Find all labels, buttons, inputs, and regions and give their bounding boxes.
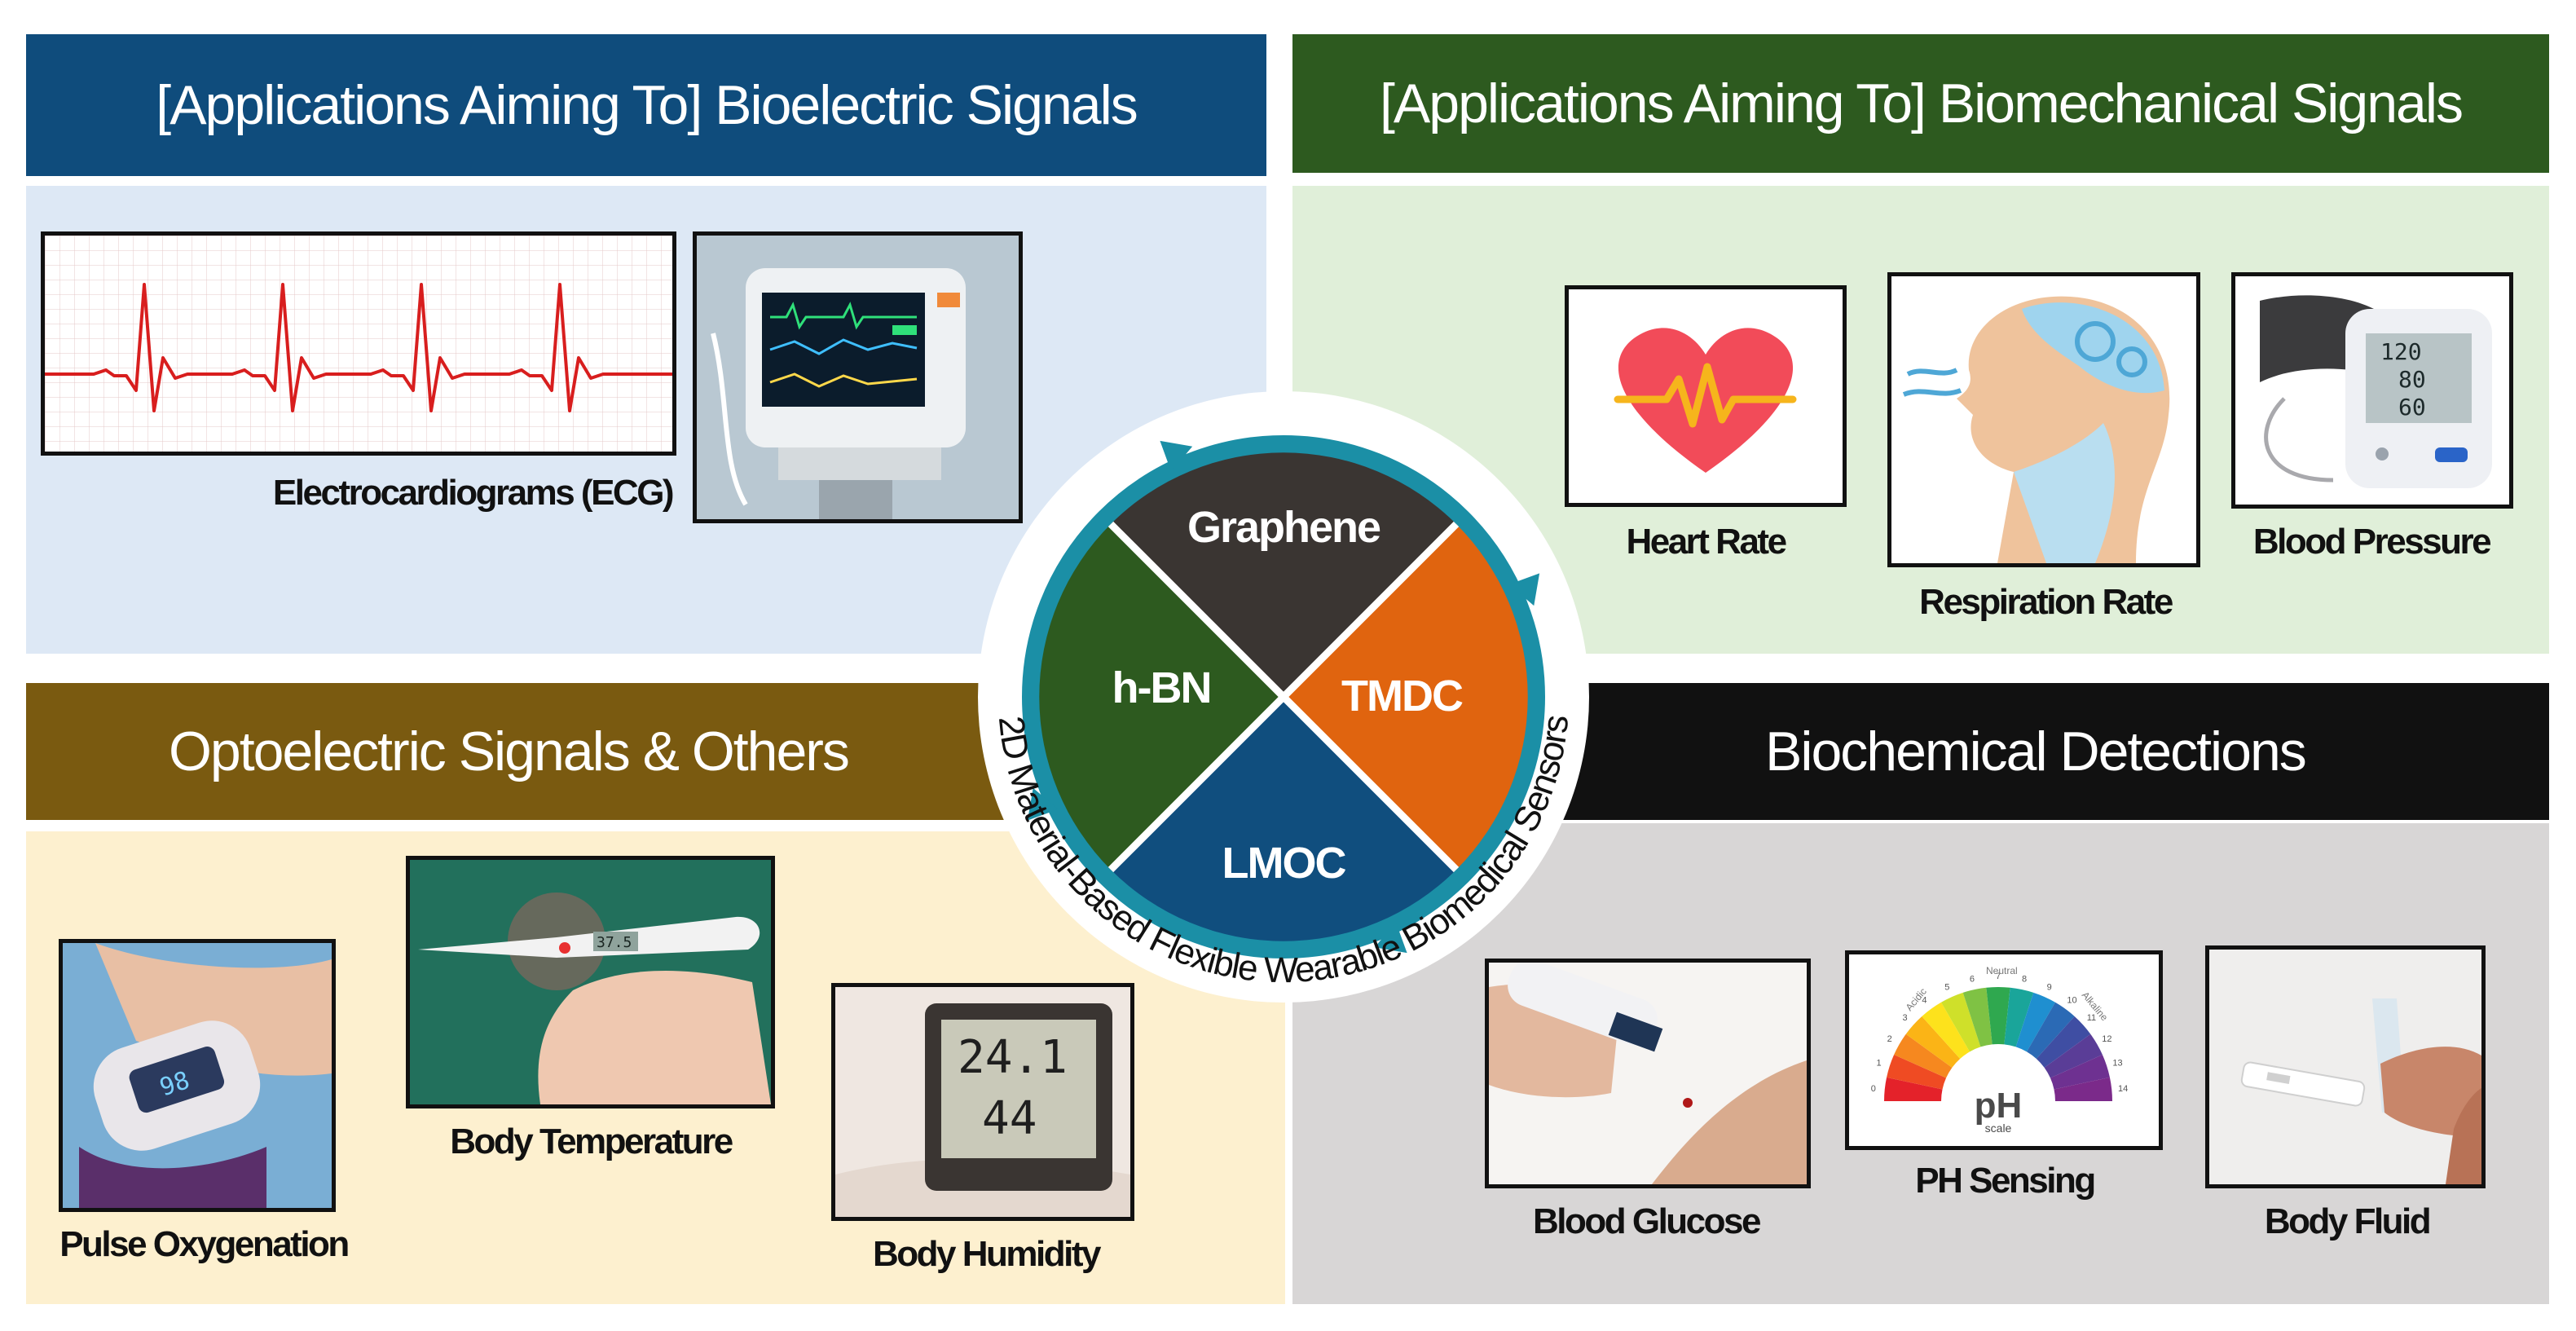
blood-pressure-image: 120 80 60 bbox=[2231, 272, 2513, 509]
ph-color-segment bbox=[2054, 1077, 2112, 1101]
caption-ph-sensing: PH Sensing bbox=[1915, 1161, 2096, 1201]
caption-blood-pressure: Blood Pressure bbox=[2252, 522, 2492, 562]
hygrometer-humidity-text: 44 bbox=[982, 1092, 1037, 1145]
material-lmoc: LMOC bbox=[1222, 839, 1346, 888]
caption-heart-rate: Heart Rate bbox=[1626, 522, 1787, 562]
ph-number-label: 10 bbox=[2067, 995, 2076, 1005]
bp-systolic-text: 120 bbox=[2380, 338, 2422, 365]
ph-color-segment bbox=[1962, 987, 1993, 1047]
ph-number-label: 3 bbox=[1902, 1013, 1907, 1023]
ph-color-segment bbox=[2050, 1055, 2110, 1090]
header-bioelectric: [Applications Aiming To] Bioelectric Sig… bbox=[26, 34, 1266, 176]
bp-pulse-text: 60 bbox=[2398, 394, 2426, 421]
header-biomechanical: [Applications Aiming To] Biomechanical S… bbox=[1292, 34, 2549, 173]
pulse-oximeter-image: 98 bbox=[59, 939, 336, 1212]
caption-body-temperature: Body Temperature bbox=[450, 1122, 733, 1161]
ph-color-segment bbox=[1905, 1016, 1961, 1068]
blood-pressure-monitor-icon: 120 80 60 bbox=[2260, 295, 2492, 488]
ph-number-label: 12 bbox=[2102, 1034, 2111, 1044]
ph-symbol-text: pH bbox=[1975, 1086, 2023, 1126]
ph-number-label: 5 bbox=[1944, 982, 1949, 992]
hygrometer-temp-text: 24.1 bbox=[958, 1031, 1068, 1084]
arrow-icon bbox=[1508, 573, 1540, 606]
hygrometer-image: 24.1 44 bbox=[831, 983, 1134, 1221]
caption-blood-glucose: Blood Glucose bbox=[1533, 1201, 1761, 1241]
ph-number-label: 9 bbox=[2047, 982, 2052, 992]
test-strip-icon bbox=[2209, 950, 2481, 1184]
ph-number-label: 1 bbox=[1876, 1058, 1881, 1068]
ph-number-label: 14 bbox=[2118, 1084, 2128, 1094]
ph-color-segment bbox=[2036, 1016, 2091, 1068]
ph-number-label: 7 bbox=[1996, 972, 2001, 981]
cycle-ring bbox=[1022, 435, 1545, 959]
material-hbn: h-BN bbox=[1112, 663, 1211, 712]
bp-diastolic-text: 80 bbox=[2398, 366, 2426, 393]
caption-body-fluid: Body Fluid bbox=[2264, 1201, 2432, 1241]
hygrometer-icon: 24.1 44 bbox=[835, 987, 1130, 1217]
material-graphene: Graphene bbox=[1187, 503, 1380, 552]
respiration-head-icon bbox=[1902, 296, 2170, 563]
caption-respiration-rate: Respiration Rate bbox=[1919, 582, 2173, 622]
caption-ecg: Electrocardiograms (ECG) bbox=[272, 473, 675, 513]
central-diagram: Graphene TMDC LMOC h-BN 2D Material-Base… bbox=[962, 383, 1614, 1011]
ph-number-label: 6 bbox=[1970, 974, 1975, 984]
ph-number-label: 4 bbox=[1922, 995, 1926, 1005]
tmdc-sector bbox=[1284, 524, 1528, 870]
ph-number-label: 8 bbox=[2022, 974, 2027, 984]
ph-color-segment bbox=[1941, 992, 1981, 1052]
ph-color-segment bbox=[1922, 1002, 1970, 1059]
arrow-icon bbox=[1027, 787, 1059, 821]
lmoc-sector bbox=[1111, 697, 1456, 941]
ph-color-segment bbox=[1887, 1055, 1947, 1090]
ph-number-label: 11 bbox=[2087, 1013, 2096, 1023]
respiration-rate-image bbox=[1887, 272, 2200, 567]
ph-color-segment bbox=[2044, 1034, 2103, 1078]
patient-monitor-icon bbox=[697, 236, 1019, 519]
patient-monitor-image bbox=[693, 231, 1023, 523]
ph-neutral-label: Neutral bbox=[1986, 965, 2018, 976]
arrow-icon bbox=[1374, 922, 1407, 954]
thermometer-image: 37.5 bbox=[406, 856, 775, 1108]
pulse-oximeter-icon: 98 bbox=[63, 943, 332, 1208]
ecg-waveform-icon bbox=[45, 236, 672, 452]
heart-pulse-icon bbox=[1614, 328, 1797, 473]
thermometer-icon: 37.5 bbox=[410, 860, 771, 1104]
glucose-meter-icon bbox=[1489, 963, 1807, 1184]
blood-glucose-image bbox=[1485, 959, 1811, 1188]
graphene-sector bbox=[1111, 452, 1456, 697]
material-tmdc: TMDC bbox=[1341, 672, 1463, 721]
ph-color-segment bbox=[1986, 987, 2010, 1045]
ph-color-segment bbox=[2015, 992, 2055, 1052]
ecg-image bbox=[41, 231, 676, 456]
heart-rate-image bbox=[1565, 285, 1847, 507]
ph-number-label: 2 bbox=[1887, 1034, 1892, 1044]
arrow-icon bbox=[1160, 440, 1193, 472]
body-fluid-image bbox=[2205, 945, 2486, 1188]
thermometer-reading-text: 37.5 bbox=[597, 934, 632, 951]
ph-number-label: 13 bbox=[2112, 1058, 2122, 1068]
caption-body-humidity: Body Humidity bbox=[873, 1234, 1101, 1274]
ph-color-segment bbox=[1894, 1034, 1953, 1078]
ph-number-label: 0 bbox=[1871, 1084, 1876, 1094]
ph-color-segment bbox=[2027, 1002, 2075, 1059]
ph-scale-word-text: scale bbox=[1985, 1122, 2012, 1135]
hbn-sector bbox=[1039, 524, 1284, 870]
ph-color-segment bbox=[2004, 987, 2034, 1047]
ph-color-segment bbox=[1884, 1077, 1943, 1101]
caption-pulse-oxygenation: Pulse Oxygenation bbox=[59, 1224, 350, 1264]
